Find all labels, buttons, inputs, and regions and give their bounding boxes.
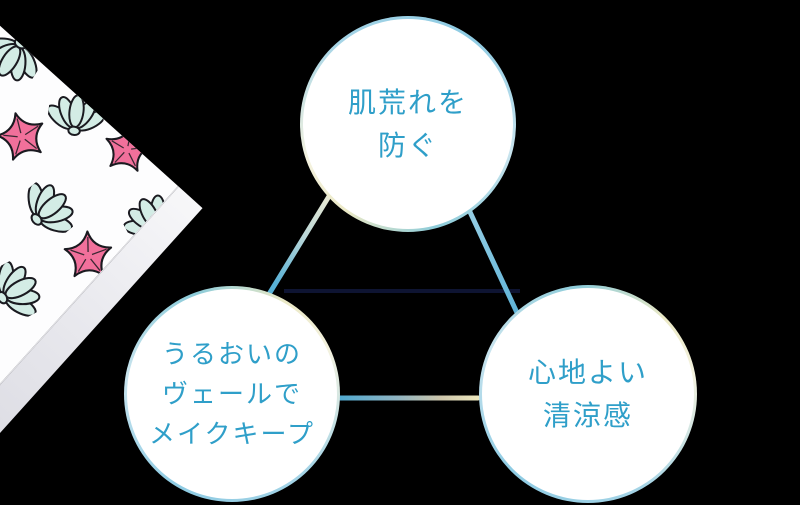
benefit-circle-moisture-veil: うるおいの ヴェールで メイクキープ: [124, 286, 340, 502]
benefit-circle-pleasant-cooling: 心地よい 清涼感: [479, 285, 697, 503]
benefit-line: うるおいの: [161, 338, 302, 369]
benefit-line: ヴェールで: [161, 378, 302, 409]
connector-top-right: [460, 194, 522, 320]
benefit-text: 心地よい 清涼感: [528, 351, 648, 438]
benefit-line: 清涼感: [542, 400, 633, 431]
connector-top-left: [263, 190, 334, 302]
benefit-text: うるおいの ヴェールで メイクキープ: [149, 334, 315, 455]
benefit-circle-prevent-rough-skin: 肌荒れを 防ぐ: [300, 16, 516, 232]
benefit-text: 肌荒れを 防ぐ: [348, 81, 468, 168]
benefit-line: メイクキープ: [149, 419, 315, 450]
benefit-line: 防ぐ: [377, 130, 438, 161]
benefit-line: 心地よい: [527, 356, 648, 388]
benefit-line: 肌荒れを: [347, 86, 468, 118]
